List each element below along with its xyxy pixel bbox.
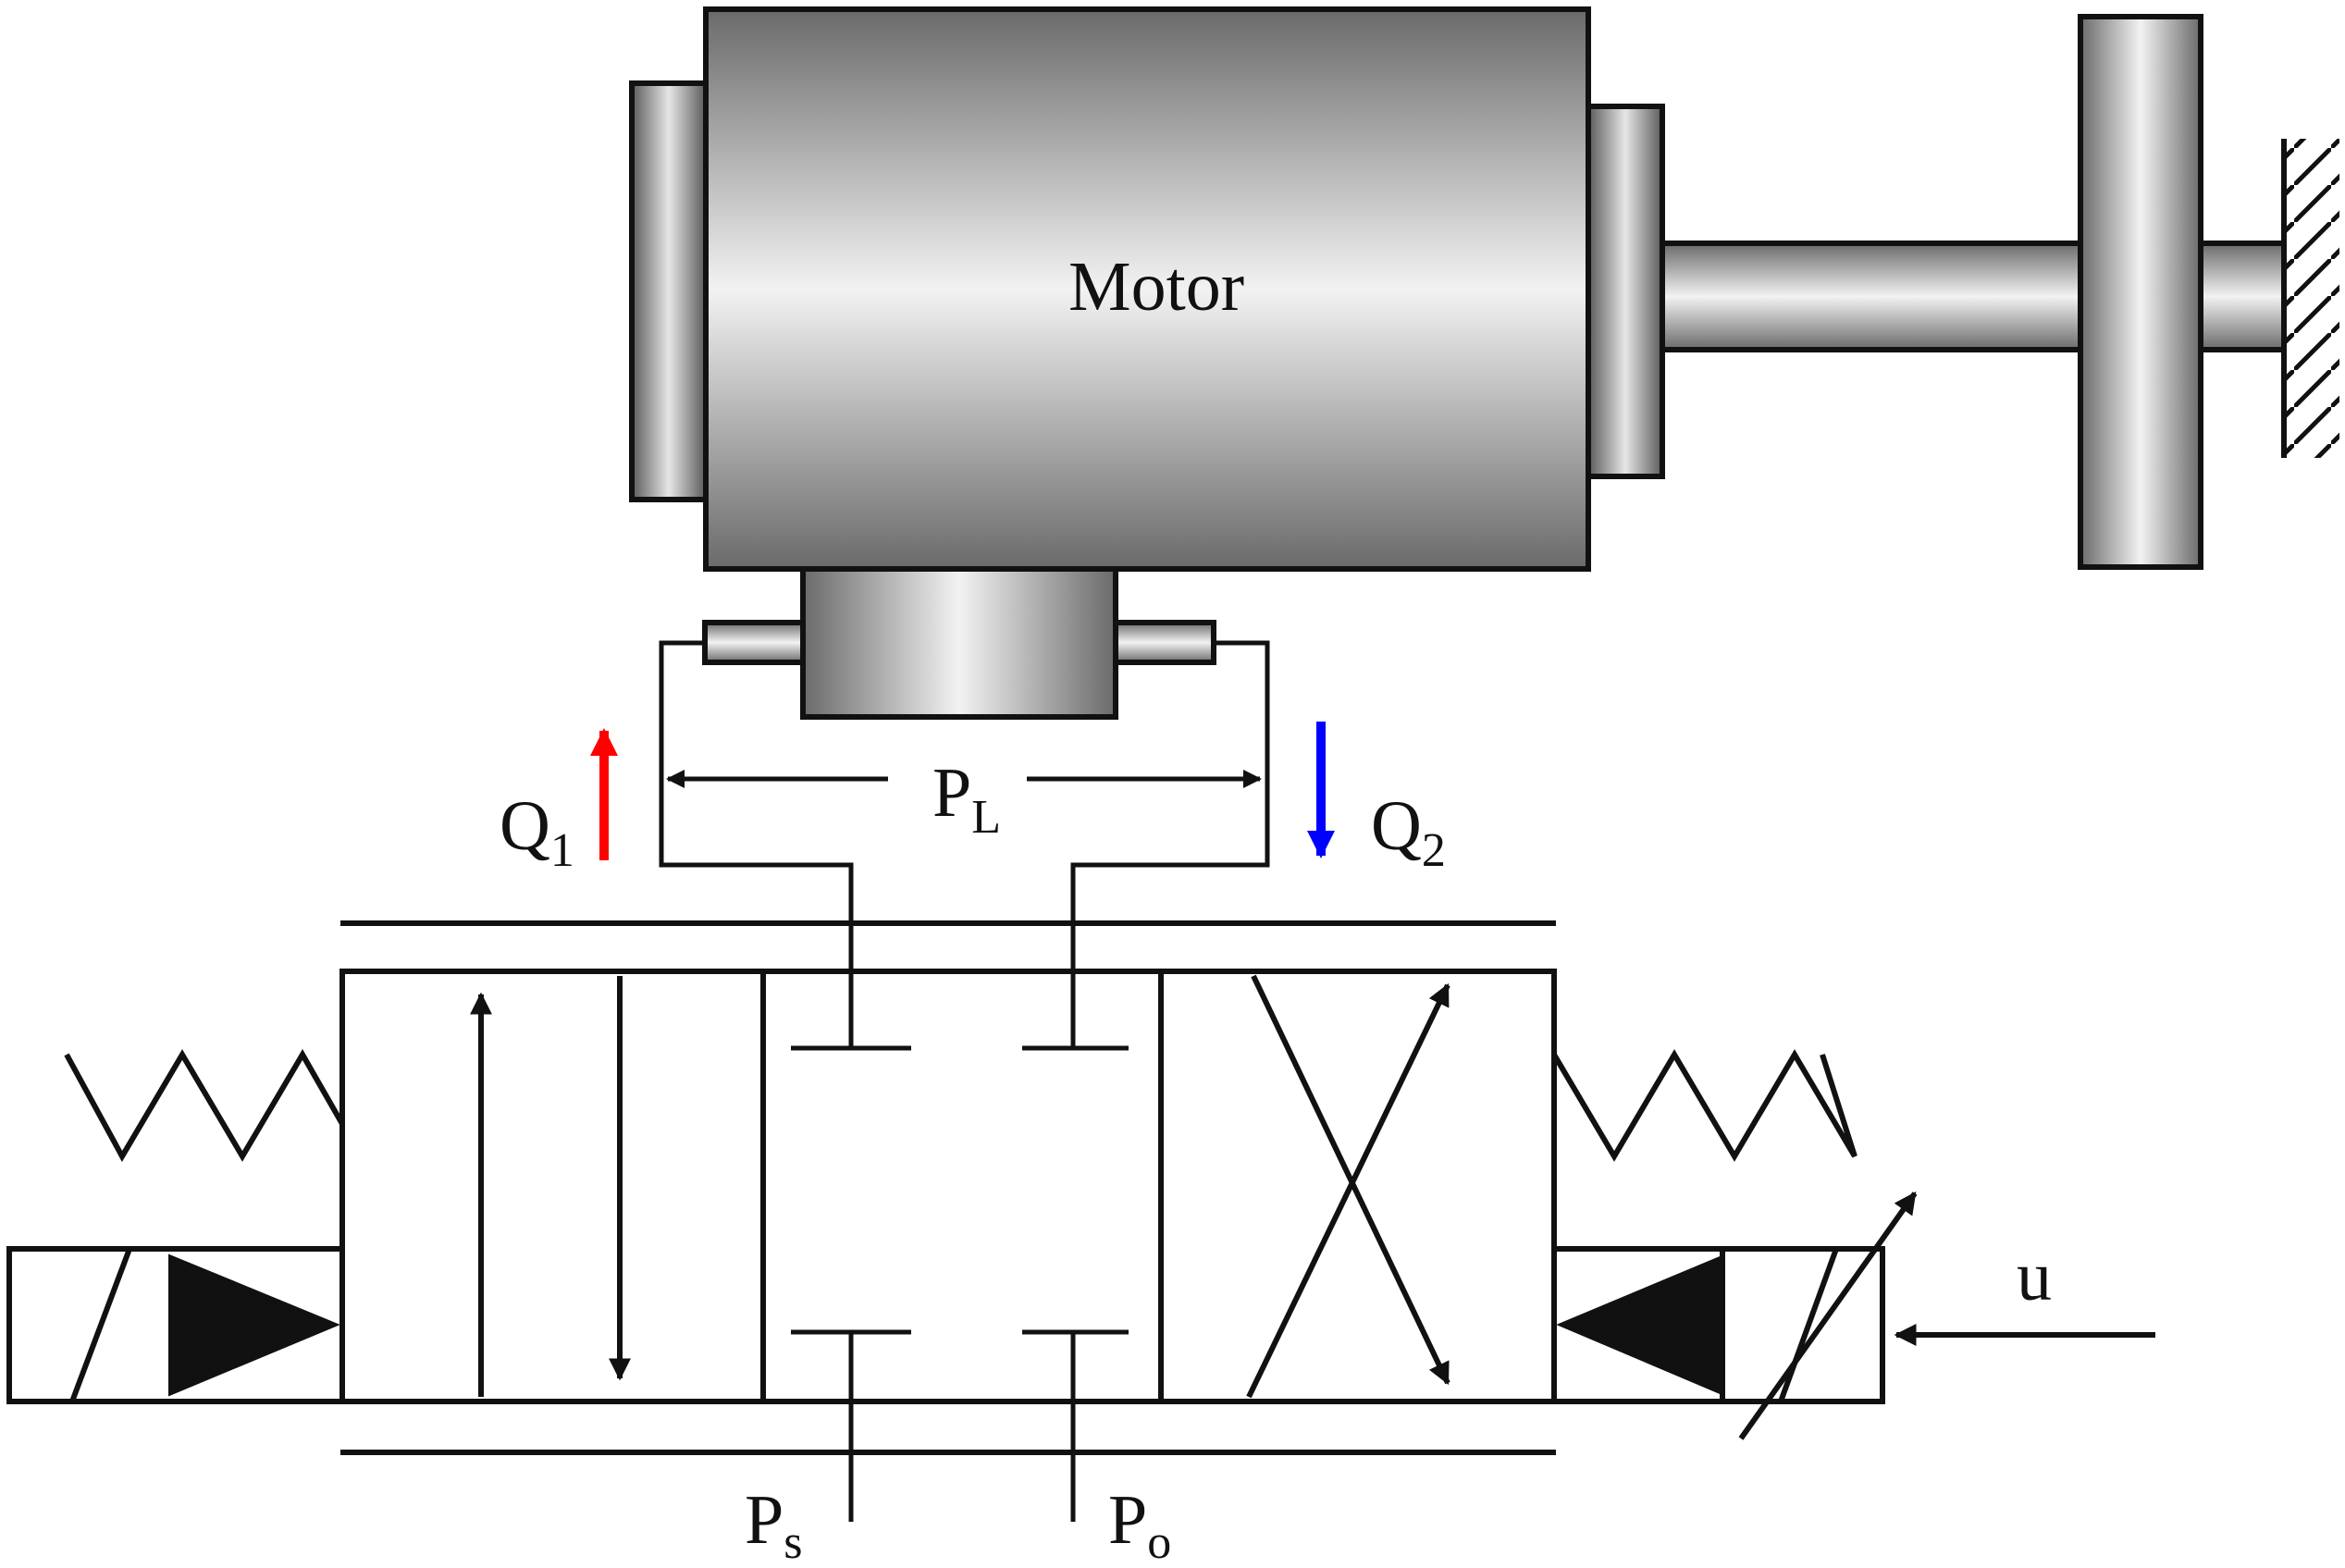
motor-port-pin-right	[1113, 620, 1216, 665]
right-solenoid	[1551, 1191, 1918, 1440]
motor-left-cap	[629, 80, 709, 502]
right-spring	[1551, 1049, 1857, 1162]
motor-port-block	[800, 566, 1118, 720]
load-disc	[2078, 14, 2203, 570]
servo-valve	[339, 920, 1557, 1455]
line-port-a	[659, 640, 854, 999]
input-label: u	[2017, 1238, 2052, 1315]
motor-port-pin-left	[702, 620, 806, 665]
valve-envelope-center	[760, 969, 1164, 1404]
left-envelope-arrows	[470, 976, 631, 1397]
shaft-stub	[2198, 241, 2287, 352]
motor-label: Motor	[1068, 248, 1244, 326]
pl-label: PL	[932, 754, 1001, 844]
fixed-wall	[2281, 139, 2339, 458]
valve-envelope-right	[1158, 969, 1557, 1404]
motor-assembly	[629, 6, 2287, 720]
variable-arrow	[1738, 1191, 1918, 1440]
valve-envelope-left	[339, 969, 766, 1404]
po-label: Po	[1108, 1481, 1171, 1568]
q2-label: Q2	[1371, 787, 1446, 877]
ps-label: Ps	[745, 1481, 803, 1568]
motor-shaft	[1660, 241, 2083, 352]
hydraulic-lines	[659, 640, 1270, 1522]
left-solenoid	[6, 1246, 345, 1404]
left-spring	[64, 1049, 345, 1163]
right-envelope-arrows	[1246, 974, 1450, 1399]
motor-body	[703, 6, 1591, 572]
q1-label: Q1	[500, 787, 574, 877]
motor-right-cap	[1586, 104, 1665, 479]
line-port-b	[1070, 640, 1270, 999]
